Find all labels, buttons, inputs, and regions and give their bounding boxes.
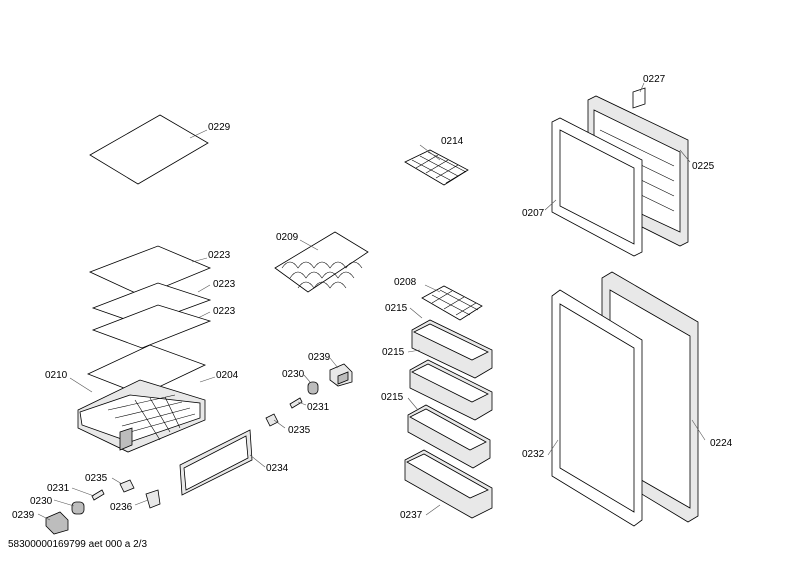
part-0237-door-bin-bottom <box>404 449 493 519</box>
part-0239-hinge-cover-upper <box>329 363 353 387</box>
part-0223-glass-shelf-3 <box>91 304 212 349</box>
leader-lines <box>37 82 706 521</box>
callout-0227: 0227 <box>643 74 666 85</box>
callout-0209: 0209 <box>276 232 299 243</box>
part-0232-fridge-gasket <box>551 289 643 527</box>
callout-0223-2: 0223 <box>213 279 236 290</box>
part-0209-bottle-rack <box>274 231 369 293</box>
callout-0239-upper: 0239 <box>308 352 331 363</box>
callout-0234: 0234 <box>266 463 289 474</box>
part-0235-clip-upper <box>265 413 279 427</box>
part-0204-crisper-drawer <box>77 379 206 453</box>
callout-0230-lower: 0230 <box>30 496 53 507</box>
callout-0225: 0225 <box>692 161 715 172</box>
callout-0239-lower: 0239 <box>12 510 35 521</box>
part-0223-glass-shelf-1 <box>88 245 212 297</box>
part-0214-ice-cube-tray <box>404 149 469 186</box>
part-0215-door-bin-2 <box>409 359 493 421</box>
callout-0215-2: 0215 <box>382 347 405 358</box>
callout-0237: 0237 <box>400 510 423 521</box>
callout-0215-3: 0215 <box>381 392 404 403</box>
part-0229-glass-cover <box>89 114 209 185</box>
callout-0208: 0208 <box>394 277 417 288</box>
callout-0231-upper: 0231 <box>307 402 330 413</box>
part-0230-bushing-upper <box>307 381 319 395</box>
callout-0207: 0207 <box>522 208 545 219</box>
part-0231-pin-upper <box>289 397 303 409</box>
part-0230-bushing-lower <box>71 501 85 515</box>
callout-0236: 0236 <box>110 502 133 513</box>
callout-0215-1: 0215 <box>385 303 408 314</box>
part-0231-pin-lower <box>91 489 105 501</box>
part-0236-hinge-lower <box>145 489 161 509</box>
callout-labels: 0227 0229 0214 0225 0207 0209 0223 0223 … <box>12 74 733 521</box>
part-0227-label-plate <box>632 87 646 109</box>
callout-0232: 0232 <box>522 449 545 460</box>
callout-0204: 0204 <box>216 370 239 381</box>
callout-0229: 0229 <box>208 122 231 133</box>
part-0234-drawer-front-panel <box>179 429 253 496</box>
part-0215-door-bin-3 <box>407 404 491 469</box>
part-0207-freezer-gasket <box>551 117 643 257</box>
part-0235-clip-lower <box>119 479 135 493</box>
part-0215-door-bin-1 <box>411 319 493 379</box>
callout-0230-upper: 0230 <box>282 369 305 380</box>
callout-0214: 0214 <box>441 136 464 147</box>
callout-0235-lower: 0235 <box>85 473 108 484</box>
part-0239-hinge-cover-lower <box>45 511 69 535</box>
callout-0210: 0210 <box>45 370 68 381</box>
callout-0235-upper: 0235 <box>288 425 311 436</box>
callout-0223-3: 0223 <box>213 306 236 317</box>
document-id: 58300000169799 aet 000 a 2/3 <box>8 539 148 550</box>
callout-0223-1: 0223 <box>208 250 231 261</box>
part-0208-egg-tray <box>421 285 483 321</box>
callout-0231-lower: 0231 <box>47 483 70 494</box>
callout-0224: 0224 <box>710 438 733 449</box>
